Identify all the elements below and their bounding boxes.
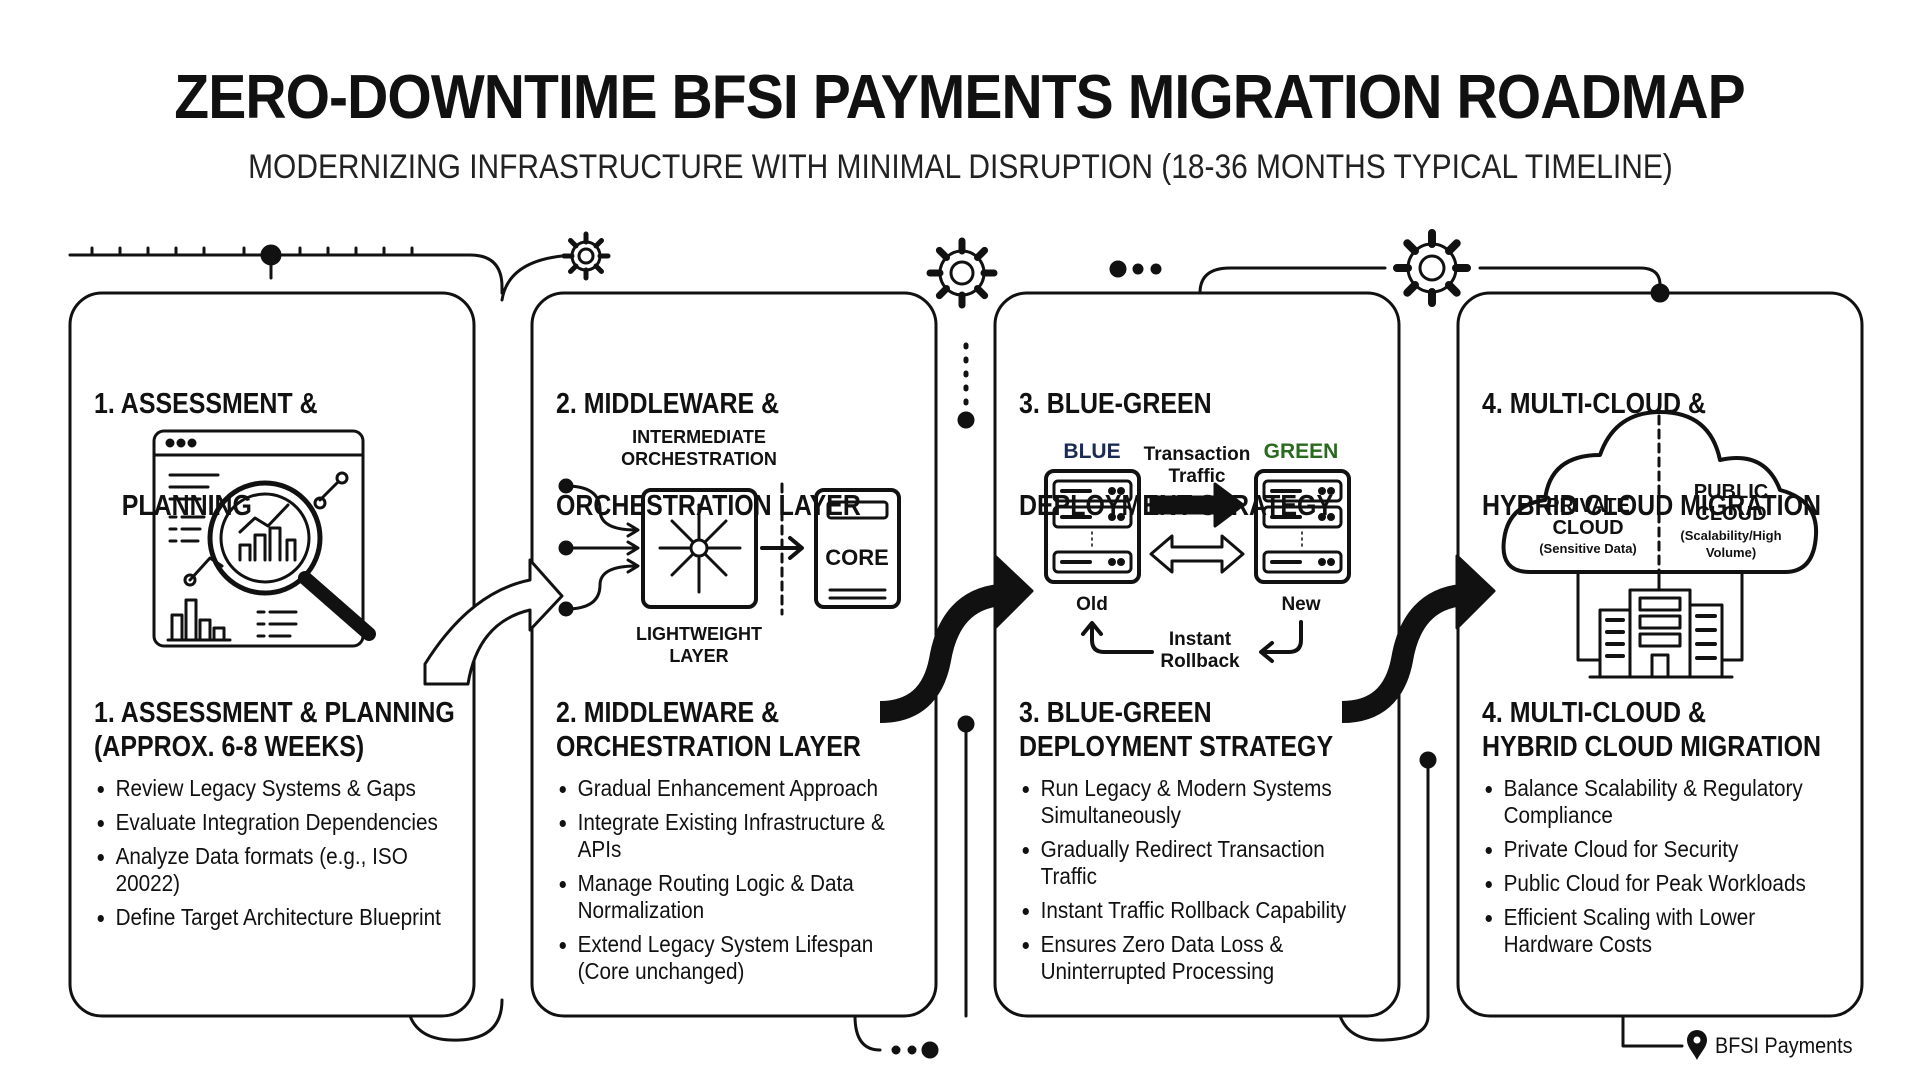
lightweight-label: LIGHTWEIGHT [636,624,762,644]
blue-label: BLUE [1063,440,1120,463]
gear-icon [926,237,998,309]
orchestration-label: ORCHESTRATION [621,449,777,469]
list-item: Extend Legacy System Lifespan (Core unch… [556,931,907,985]
rollback-arrow-icon [1081,621,1154,654]
page-title: ZERO-DOWNTIME BFSI PAYMENTS MIGRATION RO… [0,62,1920,133]
transition-arrow-hollow [423,558,564,686]
public-cloud-label-2: CLOUD [1695,503,1766,525]
data-center-building-icon [1588,588,1734,679]
list-item: Manage Routing Logic & Data Normalizatio… [556,870,907,924]
page-subtitle: MODERNIZING INFRASTRUCTURE WITH MINIMAL … [0,148,1920,187]
bullet-list: Balance Scalability & Regulatory Complia… [1482,775,1833,965]
card-title-line: 1. ASSESSMENT & [94,388,318,420]
traffic-label: Traffic [1168,466,1225,487]
footer-label: BFSI Payments [1715,1033,1853,1058]
layer-label: LAYER [669,646,728,666]
list-item: Analyze Data formats (e.g., ISO 20022) [94,843,445,897]
blue-server-icon [1044,469,1141,584]
location-pin-icon [1687,1030,1707,1060]
card-heading-line: 3. BLUE-GREEN [1019,697,1212,729]
card-heading-line: (APPROX. 6-8 WEEKS) [94,731,365,763]
card-title: 2. MIDDLEWARE & ORCHESTRATION LAYER [556,319,861,591]
card-title-line: 4. MULTI-CLOUD & [1482,388,1706,420]
list-item: Integrate Existing Infrastructure & APIs [556,809,907,863]
card-heading: 4. MULTI-CLOUD & HYBRID CLOUD MIGRATION [1482,696,1821,764]
list-item: Run Legacy & Modern Systems Simultaneous… [1019,775,1370,829]
bullet-list: Run Legacy & Modern Systems Simultaneous… [1019,775,1370,992]
green-server-icon [1254,469,1351,584]
page-subtitle-text: MODERNIZING INFRASTRUCTURE WITH MINIMAL … [247,148,1673,186]
gear-icon [1393,229,1471,307]
card-heading: 3. BLUE-GREEN DEPLOYMENT STRATEGY [1019,696,1333,764]
transaction-label: Transaction [1144,444,1251,465]
hybrid-cloud-diagram: PRIVATE CLOUD (Sensitive Data) PUBLIC CL… [1501,410,1819,679]
card-title-line: HYBRID CLOUD MIGRATION [1482,490,1821,522]
card-heading-line: ORCHESTRATION LAYER [556,731,861,763]
stage-card-assessment: 1. ASSESSMENT & PLANNING 1. ASSESSMENT &… [70,293,474,1016]
public-cloud-note: (Scalability/High [1680,528,1781,543]
card-heading-line: DEPLOYMENT STRATEGY [1019,731,1334,763]
transition-arrow-black [879,554,1034,723]
transition-arrow-black [1341,554,1496,723]
instant-label: Instant [1169,629,1232,650]
private-cloud-label: PRIVATE [1546,495,1630,517]
old-label: Old [1076,594,1108,615]
card-title-line: ORCHESTRATION LAYER [556,490,861,522]
cloud-icon [1501,410,1819,574]
list-item: Private Cloud for Security [1482,836,1833,863]
traffic-arrow-icon [1149,482,1245,528]
public-cloud-label: PUBLIC [1694,481,1768,503]
card-heading-line: 1. ASSESSMENT & PLANNING [94,697,455,729]
blue-green-diagram: BLUE GREEN Transaction Traffic Old New I… [1044,440,1351,672]
card-title-line: DEPLOYMENT STRATEGY [1019,490,1334,522]
analytics-magnifier-icon [152,429,376,648]
card-title: 4. MULTI-CLOUD & HYBRID CLOUD MIGRATION [1482,319,1821,591]
rollback-arrow-icon [1259,620,1303,663]
stage-card-multi-cloud: 4. MULTI-CLOUD & HYBRID CLOUD MIGRATION … [1458,293,1862,1016]
intermediate-label: INTERMEDIATE [632,427,766,447]
rollback-label: Rollback [1160,651,1240,672]
card-heading-line: 2. MIDDLEWARE & [556,697,780,729]
list-item: Efficient Scaling with Lower Hardware Co… [1482,904,1833,958]
stage-card-blue-green: 3. BLUE-GREEN DEPLOYMENT STRATEGY 3. BLU… [995,293,1399,1016]
core-label: CORE [825,545,889,570]
public-cloud-note-2: Volume) [1706,545,1756,560]
gear-icon [561,231,611,281]
private-cloud-note: (Sensitive Data) [1539,541,1637,556]
green-label: GREEN [1264,440,1339,463]
bullet-list: Review Legacy Systems & Gaps Evaluate In… [94,775,445,938]
card-title: 3. BLUE-GREEN DEPLOYMENT STRATEGY [1019,319,1333,591]
list-item: Ensures Zero Data Loss & Uninterrupted P… [1019,931,1370,985]
card-title-line: PLANNING [94,490,252,522]
orchestration-diagram: INTERMEDIATE ORCHESTRATION CORE LIGHTWEI… [558,427,901,666]
list-item: Evaluate Integration Dependencies [94,809,445,836]
list-item: Balance Scalability & Regulatory Complia… [1482,775,1833,829]
list-item: Review Legacy Systems & Gaps [94,775,445,802]
card-heading: 2. MIDDLEWARE & ORCHESTRATION LAYER [556,696,861,764]
list-item: Gradually Redirect Transaction Traffic [1019,836,1370,890]
list-item: Gradual Enhancement Approach [556,775,907,802]
timeline-ruler [68,244,564,1042]
card-heading-line: 4. MULTI-CLOUD & [1482,697,1706,729]
bidirectional-arrow-icon [1149,534,1245,574]
list-item: Public Cloud for Peak Workloads [1482,870,1833,897]
page-title-text: ZERO-DOWNTIME BFSI PAYMENTS MIGRATION RO… [174,63,1746,132]
list-item: Instant Traffic Rollback Capability [1019,897,1370,924]
card-title-line: 3. BLUE-GREEN [1019,388,1212,420]
timeline-connectors [853,260,1684,1059]
bullet-list: Gradual Enhancement Approach Integrate E… [556,775,907,992]
card-title: 1. ASSESSMENT & PLANNING [94,319,318,591]
card-title-line: 2. MIDDLEWARE & [556,388,780,420]
private-cloud-label-2: CLOUD [1552,517,1623,539]
card-heading-line: HYBRID CLOUD MIGRATION [1482,731,1821,763]
new-label: New [1281,594,1320,615]
stage-card-middleware: 2. MIDDLEWARE & ORCHESTRATION LAYER 2. M… [532,293,936,1016]
list-item: Define Target Architecture Blueprint [94,904,445,931]
card-heading: 1. ASSESSMENT & PLANNING (APPROX. 6-8 WE… [94,696,455,764]
